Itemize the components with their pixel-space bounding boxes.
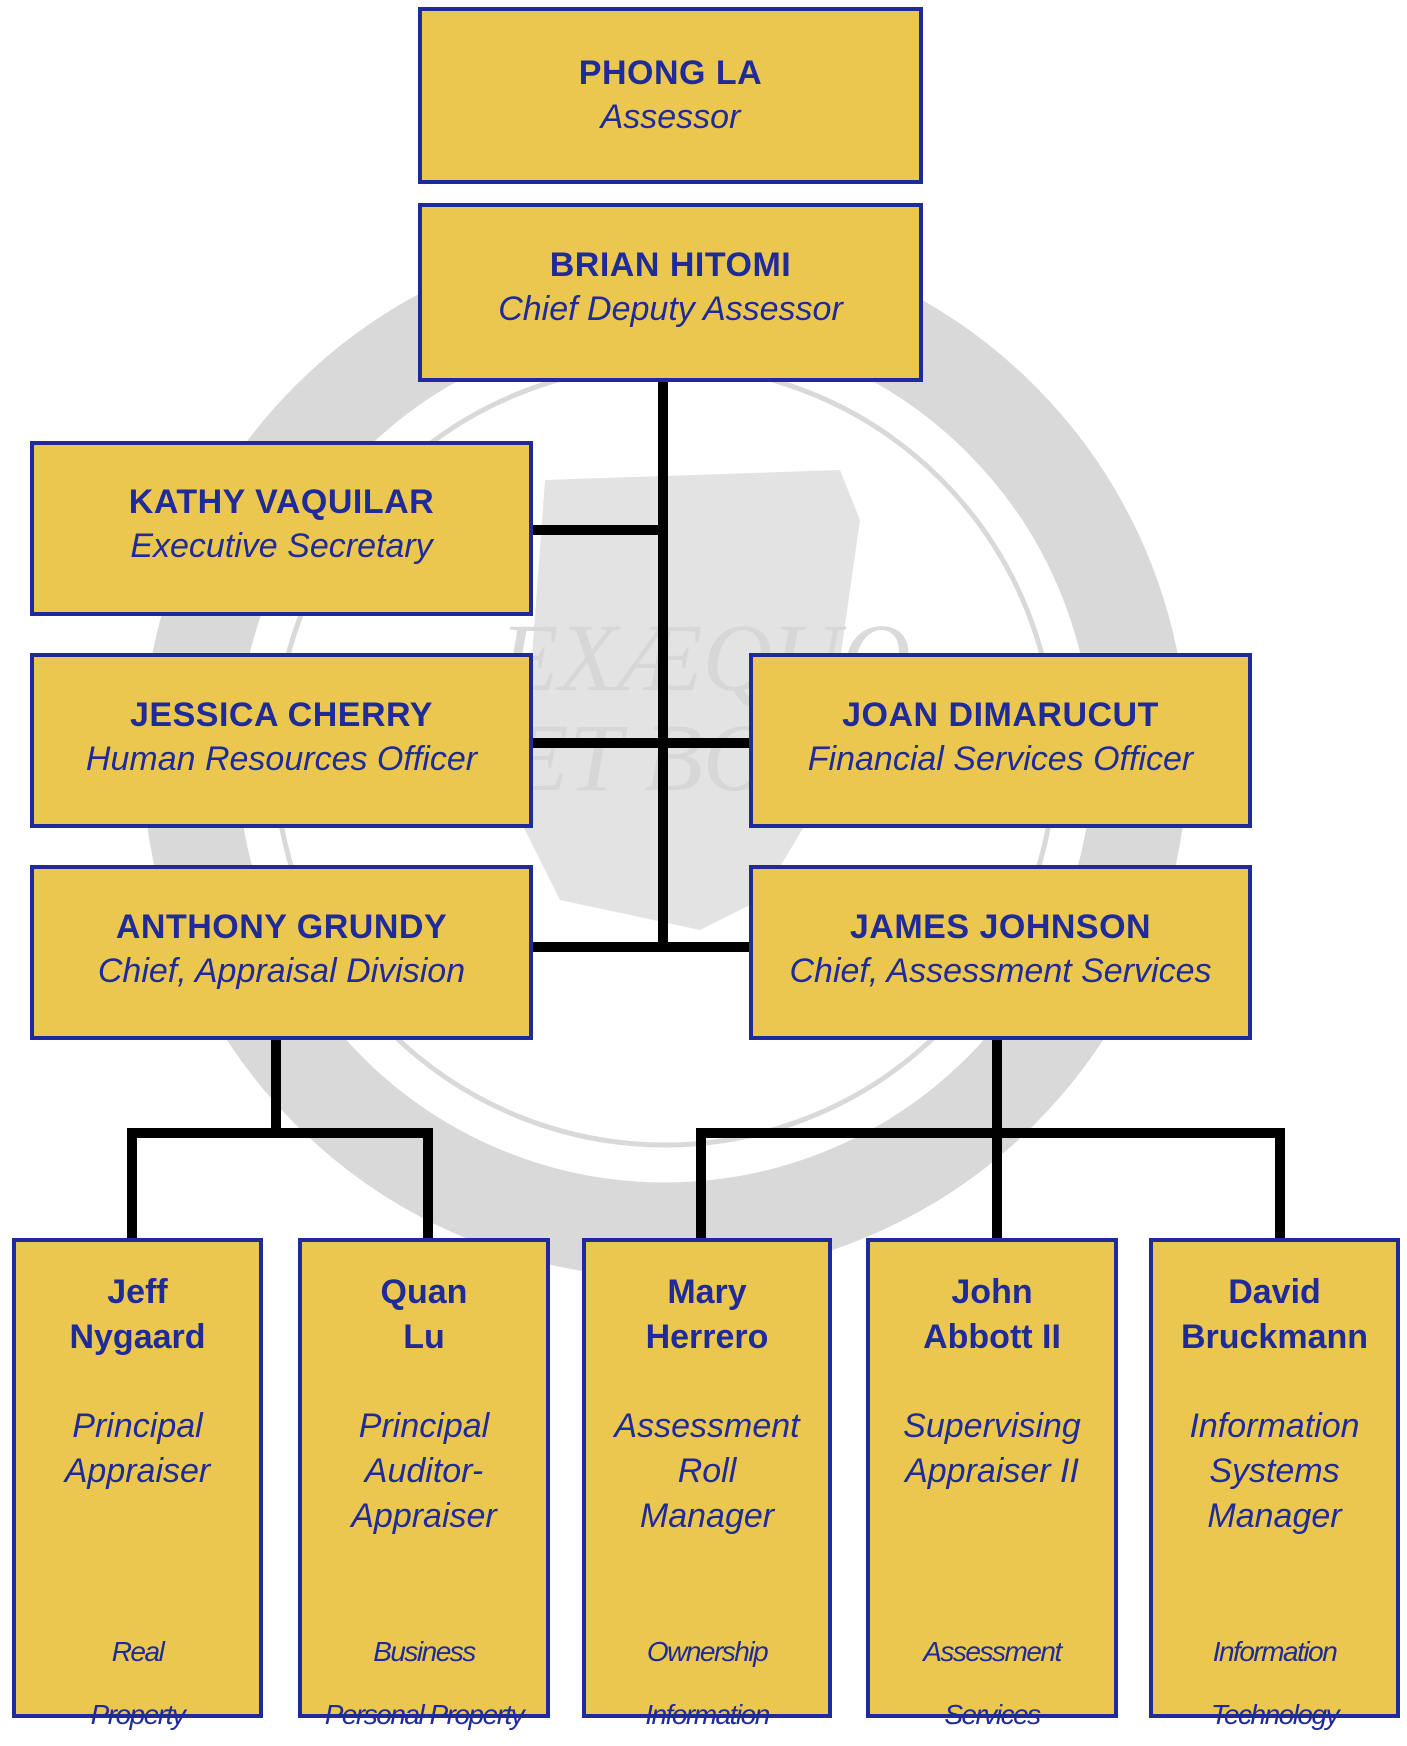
manager-role-line: Roll — [677, 1452, 737, 1490]
manager-first-name: Jeff — [107, 1273, 168, 1311]
hr-officer-title: Human Resources Officer — [85, 740, 478, 778]
appraisal-chief-box: ANTHONY GRUNDY Chief, Appraisal Division — [30, 865, 533, 1040]
assessment-chief-name: JAMES JOHNSON — [849, 908, 1152, 946]
manager-first-name: Mary — [667, 1273, 747, 1311]
manager-last-name: Bruckmann — [1180, 1318, 1369, 1356]
manager-first-name: David — [1228, 1273, 1321, 1311]
chief-deputy-box: BRIAN HITOMI Chief Deputy Assessor — [418, 203, 923, 382]
assessor-title: Assessor — [600, 98, 741, 136]
manager-unit-line: Information — [645, 1699, 770, 1730]
chief-deputy-name: BRIAN HITOMI — [549, 246, 792, 284]
executive-secretary-name: KATHY VAQUILAR — [128, 483, 435, 521]
manager-role-line: Principal — [358, 1407, 490, 1445]
manager-last-name: Herrero — [645, 1318, 769, 1356]
manager-unit-line: Information — [1212, 1636, 1338, 1667]
appraisal-chief-title: Chief, Appraisal Division — [97, 952, 466, 990]
manager-role-line: Auditor- — [364, 1452, 484, 1490]
connector-lines — [127, 377, 1285, 1243]
manager-last-name: Abbott II — [923, 1318, 1061, 1356]
financial-officer-title: Financial Services Officer — [807, 740, 1194, 778]
manager-unit-line: Real — [111, 1636, 165, 1667]
hr-officer-box: JESSICA CHERRY Human Resources Officer — [30, 653, 533, 828]
assessment-chief-box: JAMES JOHNSON Chief, Assessment Services — [749, 865, 1252, 1040]
assessment-chief-title: Chief, Assessment Services — [789, 952, 1212, 990]
hr-officer-name: JESSICA CHERRY — [130, 696, 433, 734]
manager-last-name: Lu — [403, 1318, 445, 1356]
manager-unit-line: Services — [944, 1699, 1041, 1730]
manager-role-line: Principal — [72, 1407, 203, 1445]
manager-first-name: John — [951, 1273, 1033, 1311]
appraisal-chief-name: ANTHONY GRUNDY — [115, 908, 448, 946]
manager-role-line: Assessment — [614, 1407, 800, 1445]
executive-secretary-box: KATHY VAQUILAR Executive Secretary — [30, 441, 533, 616]
manager-role-line: Appraiser — [64, 1452, 211, 1490]
manager-role-line: Manager — [639, 1497, 775, 1535]
chief-deputy-title: Chief Deputy Assessor — [498, 290, 843, 328]
manager-role-line: Appraiser II — [905, 1452, 1079, 1490]
financial-officer-name: JOAN DIMARUCUT — [842, 696, 1159, 734]
assessor-name: PHONG LA — [578, 54, 763, 92]
manager-unit-line: Ownership — [646, 1636, 769, 1667]
manager-unit-line: Technology — [1210, 1699, 1340, 1730]
manager-last-name: Nygaard — [69, 1318, 206, 1356]
financial-officer-box: JOAN DIMARUCUT Financial Services Office… — [749, 653, 1252, 828]
manager-role-line: Information — [1189, 1407, 1360, 1445]
manager-role-line: Manager — [1207, 1497, 1342, 1535]
executive-secretary-title: Executive Secretary — [130, 527, 433, 565]
manager-first-name: Quan — [380, 1273, 468, 1311]
manager-role-line: Supervising — [903, 1407, 1081, 1445]
manager-unit-line: Assessment — [923, 1636, 1062, 1667]
manager-role-line: Systems — [1209, 1452, 1340, 1490]
manager-unit-line: Personal Property — [324, 1699, 525, 1730]
assessor-box: PHONG LA Assessor — [418, 7, 923, 184]
manager-unit-line: Business — [373, 1636, 476, 1667]
manager-unit-line: Property — [90, 1699, 186, 1730]
manager-role-line: Appraiser — [351, 1497, 497, 1535]
